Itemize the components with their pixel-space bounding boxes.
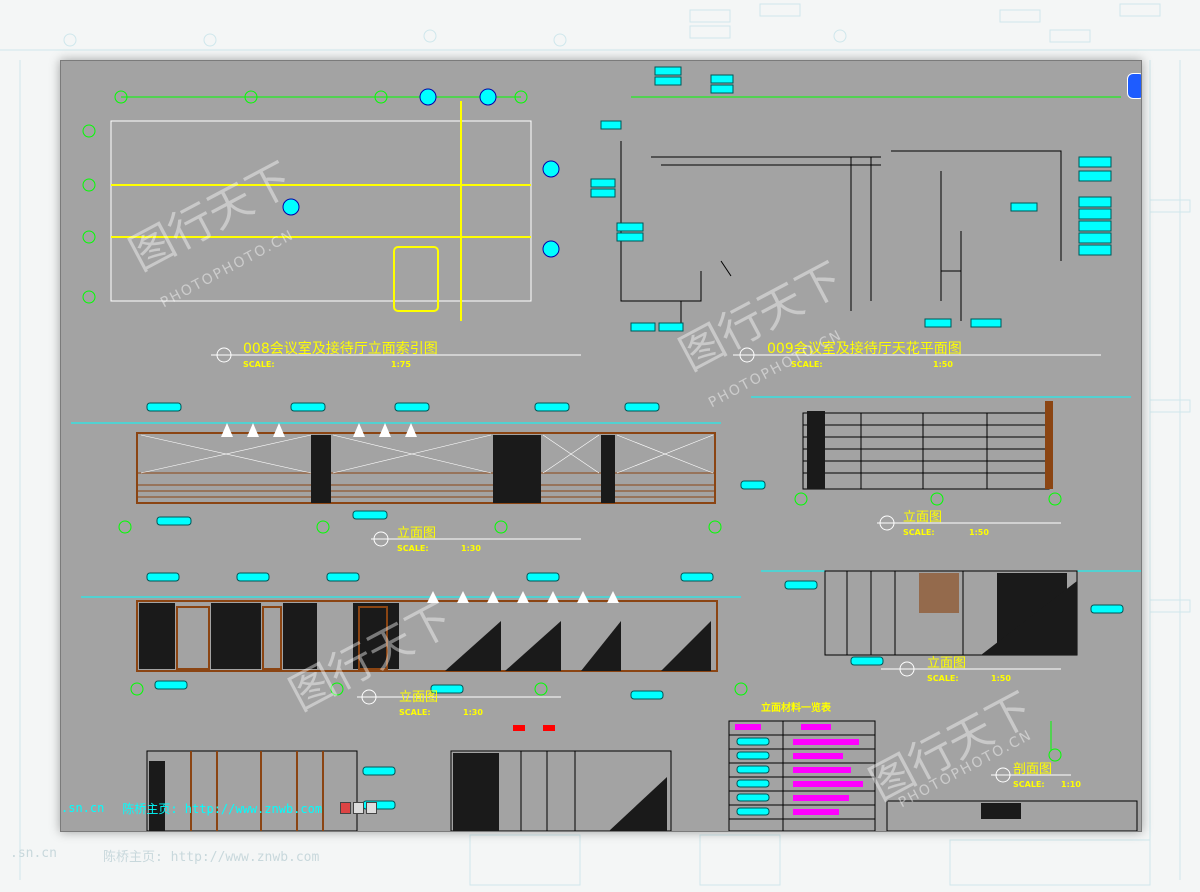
window-footer: .sn.cn 陈桥主页: http://www.znwb.com	[61, 799, 378, 817]
elevation-1-scale-value: 1:30	[461, 544, 481, 553]
elevation-4-scale-value: 1:50	[991, 674, 1011, 683]
elevation-3-title: 立面图	[399, 690, 438, 705]
document-icon[interactable]	[366, 802, 378, 814]
background-footer-home: 陈桥主页: http://www.znwb.com	[102, 850, 320, 865]
ceiling-plan-title: 009会议室及接待厅天花平面图	[767, 340, 962, 357]
ceiling-plan-scale-label: SCALE:	[791, 360, 823, 369]
elevation-1-scale-label: SCALE:	[397, 544, 429, 553]
footer-domain: .sn.cn	[61, 801, 105, 815]
elevation-2-title: 立面图	[903, 510, 942, 525]
materials-table: 立面材料一览表	[728, 701, 876, 831]
ceiling-plan	[620, 96, 1121, 331]
elevation-3-scale-value: 1:30	[463, 708, 483, 717]
section-scale-label: SCALE:	[1013, 780, 1045, 789]
materials-title: 立面材料一览表	[761, 701, 832, 714]
elevation-4: 立面图 SCALE: 1:50	[761, 570, 1141, 683]
index-plan-title: 008会议室及接待厅立面索引图	[243, 340, 438, 357]
background-footer-domain: .sn.cn	[10, 846, 57, 861]
section-scale-value: 1:10	[1061, 780, 1081, 789]
elevation-5	[146, 750, 396, 831]
elevation-4-scale-label: SCALE:	[927, 674, 959, 683]
elevation-6	[450, 725, 672, 831]
elevation-3: 立面图 SCALE: 1:30	[81, 572, 748, 717]
index-plan	[82, 88, 560, 321]
elevation-4-title: 立面图	[927, 656, 966, 671]
section-title: 剖面图	[1013, 762, 1052, 777]
elevation-2: 立面图 SCALE: 1:50	[751, 396, 1131, 537]
elevation-2-scale-label: SCALE:	[903, 528, 935, 537]
elevation-1: 立面图 SCALE: 1:30	[71, 402, 766, 553]
section-detail: 剖面图 SCALE: 1:10	[886, 721, 1138, 831]
footer-icons	[340, 802, 378, 814]
elevation-1-title: 立面图	[397, 526, 436, 541]
window-icon[interactable]	[353, 802, 365, 814]
cad-drawing-window[interactable]: 008会议室及接待厅立面索引图 SCALE: 1:75	[60, 60, 1142, 832]
ceiling-tags	[590, 66, 1112, 332]
elevation-2-scale-value: 1:50	[969, 528, 989, 537]
window-scroll-handle[interactable]	[1127, 73, 1141, 99]
footer-homepage-link[interactable]: 陈桥主页: http://www.znwb.com	[122, 801, 323, 816]
index-plan-scale-value: 1:75	[391, 360, 411, 369]
cad-drawing-canvas[interactable]: 008会议室及接待厅立面索引图 SCALE: 1:75	[61, 61, 1141, 831]
ceiling-plan-scale-value: 1:50	[933, 360, 953, 369]
record-icon[interactable]	[340, 802, 352, 814]
elevation-3-scale-label: SCALE:	[399, 708, 431, 717]
index-plan-scale-label: SCALE:	[243, 360, 275, 369]
background-footer: .sn.cn 陈桥主页: http://www.znwb.com	[10, 846, 319, 865]
